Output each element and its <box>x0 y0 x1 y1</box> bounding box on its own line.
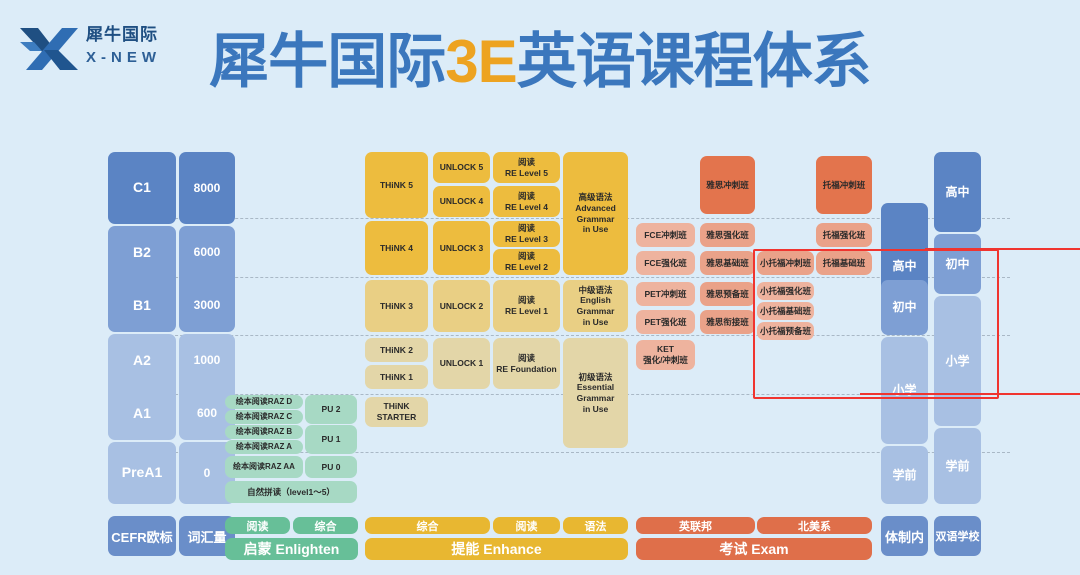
junior-toefl-intensive[interactable]: 小托福强化班 <box>757 282 814 300</box>
public-primary: 小学 <box>881 337 928 444</box>
footer-public-label: 体制内 <box>881 516 928 556</box>
toefl-basic[interactable]: 托福基础班 <box>816 251 872 275</box>
cefr-level-c1: C1 <box>108 152 176 224</box>
unlock-5[interactable]: UNLOCK 5 <box>433 152 490 183</box>
grammar-advanced[interactable]: 高级语法 Advanced Grammar in Use <box>563 152 628 275</box>
ket-intensive-sprint[interactable]: KET 强化/冲刺班 <box>636 340 695 370</box>
title-part-1: 犀牛国际 <box>209 28 446 95</box>
ielts-intensive[interactable]: 雅思强化班 <box>700 223 755 247</box>
cefr-level-b2: B2 <box>133 243 151 260</box>
bilingual-primary: 小学 <box>934 296 981 426</box>
re-level-1[interactable]: 阅读 RE Level 1 <box>493 280 560 332</box>
title-part-2: 英语课程体系 <box>516 28 872 95</box>
highlight-line-top <box>925 248 1080 250</box>
ielts-sprint[interactable]: 雅思冲刺班 <box>700 156 755 214</box>
footer-tag-comprehensive-yellow: 综合 <box>365 517 490 534</box>
vocab-6000: 6000 <box>193 245 221 259</box>
vocab-group-b <box>179 226 235 332</box>
vocab-600: 600 <box>196 406 218 420</box>
unlock-4[interactable]: UNLOCK 4 <box>433 186 490 217</box>
think-starter[interactable]: THiNK STARTER <box>365 397 428 427</box>
fce-sprint[interactable]: FCE冲刺班 <box>636 223 695 247</box>
junior-toefl-prep[interactable]: 小托福预备班 <box>757 322 814 340</box>
pu-0[interactable]: PU 0 <box>305 456 357 478</box>
pu-1[interactable]: PU 1 <box>305 425 357 454</box>
footer-band-exam: 考试 Exam <box>636 538 872 560</box>
bilingual-senior: 高中 <box>934 152 981 232</box>
pet-intensive[interactable]: PET强化班 <box>636 310 695 334</box>
brand-name-cn: 犀牛国际 <box>86 25 158 44</box>
raz-a[interactable]: 绘本阅读RAZ A <box>225 440 303 454</box>
re-level-2[interactable]: 阅读 RE Level 2 <box>493 249 560 275</box>
fce-intensive[interactable]: FCE强化班 <box>636 251 695 275</box>
footer-tag-comprehensive-green: 综合 <box>293 517 358 534</box>
footer-band-enlighten: 启蒙 Enlighten <box>225 538 358 560</box>
footer-tag-reading-green: 阅读 <box>225 517 290 534</box>
cefr-level-prea1: PreA1 <box>108 442 176 504</box>
bilingual-preschool: 学前 <box>934 428 981 504</box>
brand-logo: 犀牛国际 X-NEW <box>18 18 168 80</box>
cefr-level-a1: A1 <box>133 404 151 421</box>
header: 犀牛国际 X-NEW 犀牛国际3E英语课程体系 <box>0 0 1080 122</box>
pet-sprint[interactable]: PET冲刺班 <box>636 282 695 306</box>
footer-cefr-label: CEFR欧标 <box>108 516 176 556</box>
vocab-group-a <box>179 334 235 440</box>
junior-toefl-sprint[interactable]: 小托福冲刺班 <box>757 251 814 275</box>
row-divider-5 <box>140 452 1010 453</box>
title-highlight: 3E <box>445 28 517 95</box>
unlock-3[interactable]: UNLOCK 3 <box>433 221 490 275</box>
re-level-4[interactable]: 阅读 RE Level 4 <box>493 186 560 217</box>
footer-tag-reading-yellow: 阅读 <box>493 517 560 534</box>
footer-tag-commonwealth: 英联邦 <box>636 517 755 534</box>
think-4[interactable]: THiNK 4 <box>365 221 428 275</box>
footer-tag-grammar-yellow: 语法 <box>563 517 628 534</box>
toefl-sprint[interactable]: 托福冲刺班 <box>816 156 872 214</box>
junior-toefl-basic[interactable]: 小托福基础班 <box>757 302 814 320</box>
row-divider-3 <box>140 335 1010 336</box>
vocab-1000: 1000 <box>193 353 221 367</box>
cefr-level-a2-a1 <box>108 334 176 440</box>
raz-d[interactable]: 绘本阅读RAZ D <box>225 395 303 409</box>
pu-2[interactable]: PU 2 <box>305 395 357 424</box>
re-level-5[interactable]: 阅读 RE Level 5 <box>493 152 560 183</box>
think-1[interactable]: THiNK 1 <box>365 365 428 389</box>
re-level-3[interactable]: 阅读 RE Level 3 <box>493 221 560 247</box>
public-preschool: 学前 <box>881 446 928 504</box>
footer-band-enhance: 提能 Enhance <box>365 538 628 560</box>
row-divider-2 <box>140 277 1010 278</box>
raz-c[interactable]: 绘本阅读RAZ C <box>225 410 303 424</box>
vocab-3000: 3000 <box>193 298 221 312</box>
grammar-intermediate[interactable]: 中级语法 English Grammar in Use <box>563 280 628 332</box>
unlock-1[interactable]: UNLOCK 1 <box>433 338 490 389</box>
cefr-level-b2-b1 <box>108 226 176 332</box>
bilingual-junior: 初中 <box>934 234 981 294</box>
toefl-intensive[interactable]: 托福强化班 <box>816 223 872 247</box>
unlock-2[interactable]: UNLOCK 2 <box>433 280 490 332</box>
raz-b[interactable]: 绘本阅读RAZ B <box>225 425 303 439</box>
think-3[interactable]: THiNK 3 <box>365 280 428 332</box>
raz-aa[interactable]: 绘本阅读RAZ AA <box>225 456 303 478</box>
ielts-bridge[interactable]: 雅思衔接班 <box>700 310 755 334</box>
footer-tag-northamerica: 北美系 <box>757 517 872 534</box>
ielts-basic[interactable]: 雅思基础班 <box>700 251 755 275</box>
think-5[interactable]: THiNK 5 <box>365 152 428 218</box>
grammar-essential[interactable]: 初级语法 Essential Grammar in Use <box>563 338 628 448</box>
highlight-line-bottom <box>860 393 1080 395</box>
ielts-prep[interactable]: 雅思预备班 <box>700 282 755 306</box>
cefr-level-b1: B1 <box>133 296 151 313</box>
page-title: 犀牛国际3E英语课程体系 <box>0 26 1080 98</box>
public-junior: 初中 <box>881 280 928 335</box>
cefr-level-a2: A2 <box>133 351 151 368</box>
brand-name-en: X-NEW <box>86 49 161 66</box>
footer-bilingual-label: 双语学校 <box>934 516 981 556</box>
re-foundation[interactable]: 阅读 RE Foundation <box>493 338 560 389</box>
vocab-8000: 8000 <box>179 152 235 224</box>
phonics-course[interactable]: 自然拼读（level1～5） <box>225 481 357 503</box>
x-logo-icon <box>20 28 78 70</box>
think-2[interactable]: THiNK 2 <box>365 338 428 362</box>
